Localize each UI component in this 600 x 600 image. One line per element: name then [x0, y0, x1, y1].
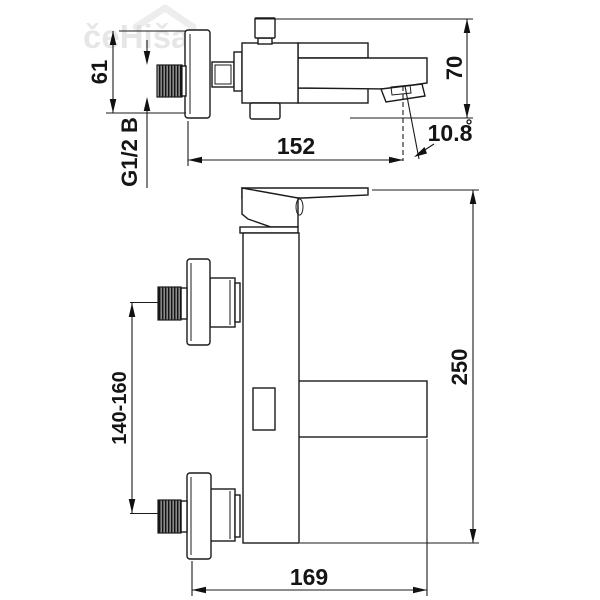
- arrowhead-up: [109, 31, 117, 45]
- lever-profile: [297, 42, 369, 59]
- lower-inlet: [157, 472, 241, 560]
- inlet-connector: [209, 277, 236, 328]
- connector-ring: [234, 494, 241, 538]
- threaded-nipple: [157, 499, 182, 534]
- lever-pivot: [295, 198, 304, 216]
- body-connector: [233, 51, 243, 92]
- cartridge-cap: [239, 226, 299, 234]
- watermark-house-icon: [132, 4, 197, 31]
- arrowhead-down: [109, 99, 117, 113]
- connector-ring: [234, 282, 241, 323]
- wall-escutcheon-profile: [184, 29, 211, 119]
- thread-washer: [180, 500, 188, 533]
- arrowhead-left: [188, 156, 202, 164]
- dim-140-160-label: 140-160: [109, 371, 131, 444]
- front-view: [157, 187, 428, 560]
- dim-angle: 10.8 °: [414, 116, 473, 157]
- arrowhead-down: [469, 529, 477, 543]
- dim-70-label: 70: [442, 56, 467, 80]
- thread-washer: [180, 287, 188, 320]
- arrowhead-up: [463, 19, 471, 33]
- arrowhead-right: [413, 586, 427, 594]
- arrowhead-left: [192, 586, 206, 594]
- dim-70: 70: [255, 18, 473, 119]
- threaded-nipple: [157, 286, 182, 321]
- watermark: čeHiša: [83, 4, 197, 55]
- body-window: [252, 387, 276, 431]
- arrowhead-right: [389, 156, 403, 164]
- inlet-connector: [209, 488, 236, 542]
- inlet-escutcheon: [186, 258, 211, 346]
- dim-152-label: 152: [277, 133, 315, 159]
- threaded-nipple: [156, 64, 183, 98]
- upper-inlet: [157, 258, 241, 346]
- spout-front: [297, 380, 428, 438]
- arrowhead-up: [143, 97, 151, 111]
- knob-neck: [257, 37, 273, 45]
- arrowhead-up: [128, 303, 136, 317]
- angle-degree-sign: °: [466, 116, 473, 135]
- watermark-text: čeHiša: [83, 18, 190, 55]
- angle-value: 10.8: [428, 120, 473, 146]
- arrowhead-down: [128, 499, 136, 513]
- diverter-knob: [254, 17, 276, 39]
- dim-250-label: 250: [447, 349, 472, 386]
- lower-band-profile: [297, 87, 369, 104]
- dim-169: 169: [191, 439, 428, 596]
- arrowhead-up: [469, 190, 477, 204]
- dim-152: 152: [187, 121, 403, 166]
- aerator-detail: [390, 84, 412, 96]
- side-view: [156, 17, 428, 161]
- arrowhead-down: [143, 51, 151, 65]
- dim-thread-label: G1/2 B: [117, 117, 142, 187]
- dim-169-label: 169: [290, 564, 328, 590]
- dim-140-160: 140-160: [109, 301, 158, 515]
- mixer-body-profile: [241, 42, 299, 104]
- dim-61-label: 61: [87, 60, 112, 84]
- spout-profile: [297, 57, 428, 90]
- dim-250: 250: [300, 189, 479, 544]
- square-nut-inner: [214, 64, 232, 85]
- bottom-knob: [249, 102, 281, 120]
- dim-61: 61: [87, 30, 186, 114]
- dim-g12b: G1/2 B: [117, 40, 151, 188]
- arrowhead-down: [463, 104, 471, 118]
- arrowhead: [414, 147, 427, 157]
- stream-angle-line: [404, 85, 420, 160]
